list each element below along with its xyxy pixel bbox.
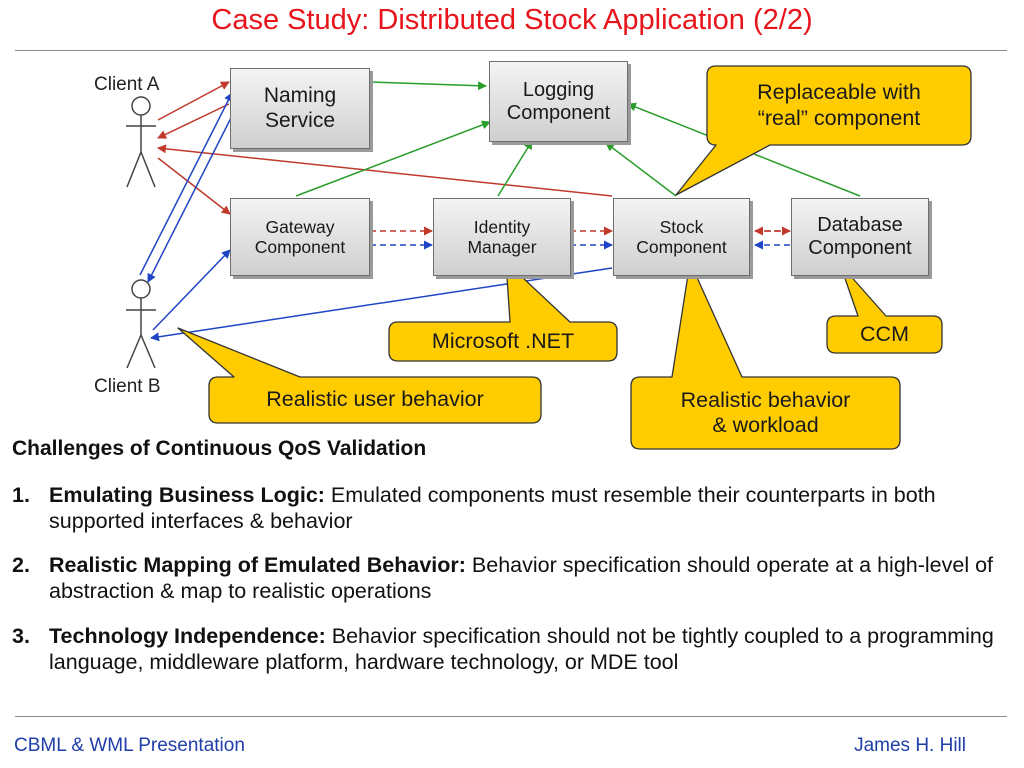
database-component: Database Component: [791, 198, 929, 276]
client-b-label: Client B: [94, 376, 161, 397]
callout-ccm: CCM: [860, 321, 909, 346]
client-b-figure: [126, 279, 156, 369]
challenge-text: Behavior specification should not be tig…: [49, 624, 994, 674]
logging-component: Logging Component: [489, 61, 628, 142]
client-a-figure: [126, 96, 156, 188]
slide-title: Case Study: Distributed Stock Applicatio…: [211, 4, 813, 36]
callout-realistic-behavior-workload: Realistic behavior & workload: [680, 387, 851, 437]
challenge-term: Technology Independence:: [49, 624, 326, 648]
challenge-text: Behavior specification should operate at…: [49, 553, 994, 603]
challenge-term: Emulating Business Logic:: [49, 483, 325, 507]
request-arrows: [157, 81, 791, 236]
identity-manager-component: Identity Manager: [433, 198, 571, 276]
callout-replaceable: Replaceable with “real” component: [757, 80, 921, 130]
challenge-number: 1.: [12, 483, 30, 507]
callout-realistic-user-behavior: Realistic user behavior: [266, 387, 484, 412]
callout-microsoft-dotnet: Microsoft .NET: [431, 328, 575, 353]
response-arrows: [139, 92, 790, 342]
naming-service-component: Naming Service: [230, 68, 370, 149]
stock-component: Stock Component: [613, 198, 750, 276]
challenge-number: 3.: [12, 624, 30, 648]
logging-arrows: [295, 81, 861, 197]
challenge-number: 2.: [12, 553, 30, 577]
callout-behavior-workload-shape: [630, 261, 901, 450]
challenge-body: Emulating Business Logic: Emulated compo…: [49, 483, 1002, 535]
challenge-body: Realistic Mapping of Emulated Behavior: …: [49, 553, 1002, 605]
gateway-component: Gateway Component: [230, 198, 370, 276]
callout-dotnet-shape: [388, 261, 618, 362]
footer-divider: [15, 716, 1007, 717]
challenge-term: Realistic Mapping of Emulated Behavior:: [49, 553, 466, 577]
callout-ccm-shape: [826, 263, 943, 354]
footer-author: James H. Hill: [854, 735, 966, 756]
challenge-text: Emulated components must resemble their …: [49, 483, 936, 533]
client-a-label: Client A: [94, 74, 160, 95]
footer-presentation-title: CBML & WML Presentation: [14, 735, 245, 756]
title-divider: [15, 50, 1007, 51]
callout-shapes: [177, 65, 972, 450]
challenge-body: Technology Independence: Behavior specif…: [49, 624, 1002, 676]
callout-replaceable-shape: [675, 65, 972, 196]
challenges-heading: Challenges of Continuous QoS Validation: [12, 437, 427, 460]
architecture-diagram: [126, 65, 972, 450]
callout-user-behavior-shape: [177, 327, 542, 424]
